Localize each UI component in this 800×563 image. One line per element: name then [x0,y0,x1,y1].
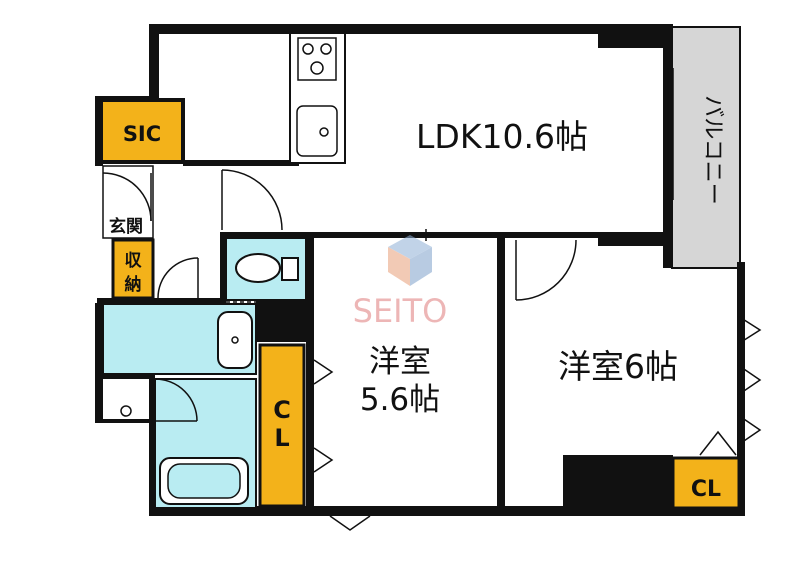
kitchen-counter [289,32,346,164]
storage-label-line1: 収 [125,251,143,271]
bedroom-door-swing [515,239,577,301]
western-room-b-label: 洋室6帖 [558,347,678,386]
closet-bifold-doors [313,315,762,473]
cl-corner-label: CL [691,477,721,502]
cl-closet-vertical [258,343,306,508]
storage-label-line2: 納 [125,274,142,295]
cl-closet-corner [671,456,741,510]
balcony-label: バルコニー [700,95,725,205]
western-room-a-label-line1: 洋室 [369,344,431,380]
toilet-room [225,237,307,301]
balcony-area [671,26,741,269]
western-room-a-label-line2: 5.6帖 [360,382,440,418]
ldk-label: LDK10.6帖 [416,117,588,156]
hall-door-swings [157,169,283,303]
storage-closet [111,238,155,300]
entrance-area: 玄関 [102,165,154,239]
seito-watermark: SEITO [353,235,448,330]
sic-label: SIC [123,122,161,146]
bathroom [154,378,257,509]
wash-basin-icon [217,311,253,369]
cl-vertical-label-line2: L [274,424,289,452]
toilet-icon [235,253,281,283]
laundry-area [103,379,149,419]
door-markers [329,229,492,531]
kitchen-sink [296,105,338,157]
seito-wordmark: SEITO [353,292,448,330]
balcony-windows [667,68,674,200]
sic-closet [99,98,185,164]
cl-vertical-label-line1: C [273,396,291,424]
washroom [102,303,257,375]
entrance-label: 玄関 [109,216,143,237]
